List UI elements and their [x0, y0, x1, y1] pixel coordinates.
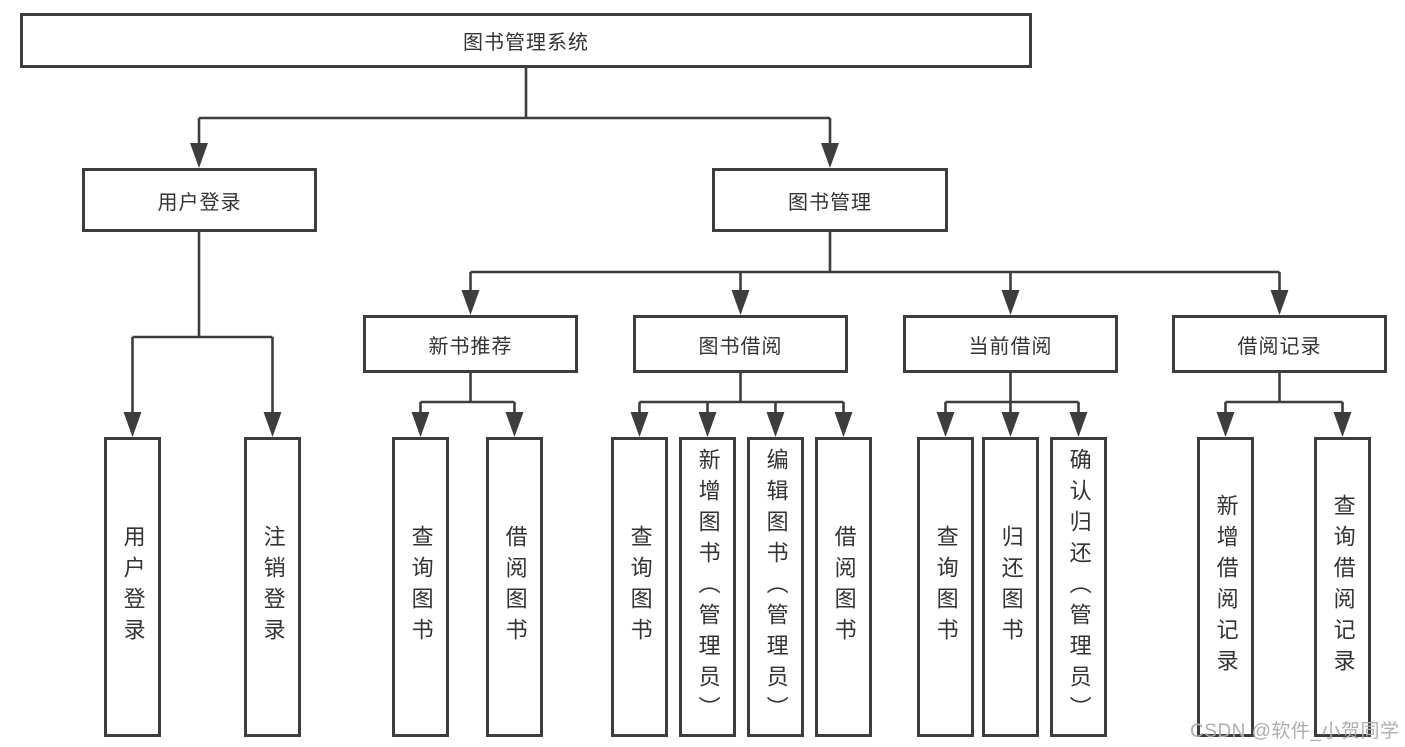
leaf-add-borrow-record: 新增借阅记录 — [1197, 437, 1254, 737]
arrow-down-icon — [263, 412, 282, 437]
node-user-login: 用户登录 — [82, 168, 317, 232]
leaf-add-borrow-record-label: 新增借阅记录 — [1213, 494, 1239, 680]
arrow-down-icon — [630, 412, 649, 437]
arrow-down-icon — [766, 412, 785, 437]
leaf-borrow-books-1: 借阅图书 — [486, 437, 543, 737]
leaf-search-books-1: 查询图书 — [392, 437, 449, 737]
leaf-user-login: 用户登录 — [104, 437, 161, 737]
arrow-down-icon — [698, 412, 717, 437]
node-new-book-recommend: 新书推荐 — [363, 315, 578, 373]
leaf-edit-books-admin: 编辑图书（管理员） — [747, 437, 804, 737]
leaf-add-books-admin: 新增图书（管理员） — [679, 437, 736, 737]
connector-borrow-record-subtree — [1224, 373, 1344, 414]
leaf-borrow-books-1-label: 借阅图书 — [502, 525, 528, 649]
leaf-search-borrow-record: 查询借阅记录 — [1314, 437, 1371, 737]
arrow-down-icon — [731, 290, 750, 315]
connector-root-to-level2 — [197, 68, 832, 145]
connector-current-borrow-subtree — [944, 373, 1080, 414]
node-borrow-records: 借阅记录 — [1172, 315, 1387, 373]
arrow-down-icon — [411, 412, 430, 437]
leaf-confirm-return-admin: 确认归还（管理员） — [1050, 437, 1107, 737]
node-user-login-label: 用户登录 — [157, 191, 242, 214]
arrow-down-icon — [505, 412, 524, 437]
leaf-borrow-books-2: 借阅图书 — [815, 437, 872, 737]
leaf-search-books-3-label: 查询图书 — [933, 525, 959, 649]
leaf-search-books-2: 查询图书 — [611, 437, 668, 737]
leaf-add-books-admin-label: 新增图书（管理员） — [695, 447, 721, 727]
arrow-down-icon — [936, 412, 955, 437]
node-library-management-system: 图书管理系统 — [20, 13, 1032, 68]
leaf-return-books-label: 归还图书 — [998, 525, 1024, 649]
node-book-management: 图书管理 — [712, 168, 948, 232]
leaf-logout-label: 注销登录 — [260, 525, 286, 649]
leaf-return-books: 归还图书 — [982, 437, 1039, 737]
arrow-down-icon — [834, 412, 853, 437]
arrow-down-icon — [1001, 290, 1020, 315]
node-new-book-recommend-label: 新书推荐 — [428, 335, 513, 358]
node-book-borrow-label: 图书借阅 — [698, 335, 783, 358]
leaf-confirm-return-admin-label: 确认归还（管理员） — [1066, 447, 1092, 727]
arrow-down-icon — [190, 143, 208, 168]
arrow-down-icon — [821, 143, 839, 168]
leaf-edit-books-admin-label: 编辑图书（管理员） — [763, 447, 789, 727]
leaf-user-login-label: 用户登录 — [120, 525, 146, 649]
leaf-borrow-books-2-label: 借阅图书 — [831, 525, 857, 649]
leaf-search-borrow-record-label: 查询借阅记录 — [1330, 494, 1356, 680]
node-book-borrow: 图书借阅 — [633, 315, 848, 373]
arrow-down-icon — [1333, 412, 1352, 437]
arrow-down-icon — [1216, 412, 1235, 437]
connector-book-borrow-subtree — [638, 373, 845, 414]
connector-user-login-subtree — [131, 232, 274, 414]
leaf-search-books-1-label: 查询图书 — [408, 525, 434, 649]
watermark: CSDN @软件_小贺同学 — [1190, 721, 1400, 742]
arrow-down-icon — [1069, 412, 1088, 437]
arrow-down-icon — [461, 290, 480, 315]
leaf-logout: 注销登录 — [244, 437, 301, 737]
node-current-borrow: 当前借阅 — [903, 315, 1118, 373]
arrow-down-icon — [1001, 412, 1020, 437]
connector-book-management-to-level3 — [469, 232, 1281, 292]
node-book-management-label: 图书管理 — [788, 191, 872, 214]
node-borrow-records-label: 借阅记录 — [1237, 335, 1322, 358]
node-library-management-system-label: 图书管理系统 — [463, 32, 589, 54]
node-current-borrow-label: 当前借阅 — [968, 335, 1053, 358]
leaf-search-books-3: 查询图书 — [917, 437, 974, 737]
leaf-search-books-2-label: 查询图书 — [627, 525, 653, 649]
arrow-down-icon — [123, 412, 142, 437]
arrow-down-icon — [1270, 290, 1289, 315]
connector-new-book-subtree — [419, 373, 516, 414]
